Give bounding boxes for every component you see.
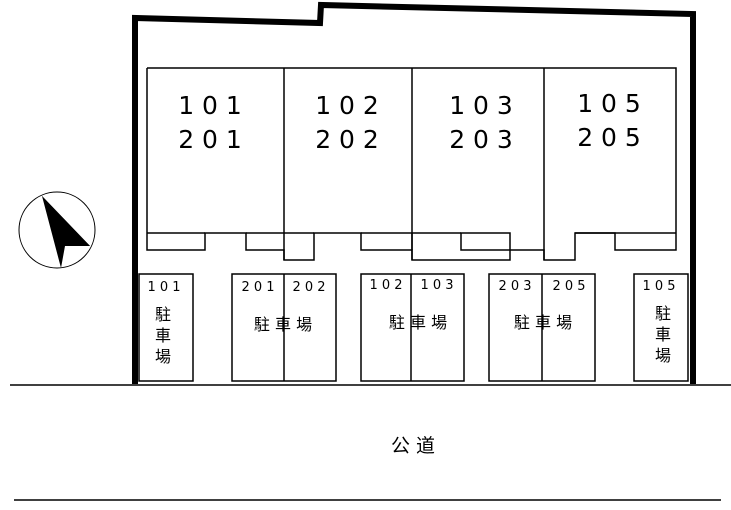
- building: [146, 67, 677, 261]
- unit-labels: 1 0 1 2 0 1 1 0 2 2 0 2 1 0 3 2 0 3 1 0 …: [178, 89, 641, 154]
- property-boundary: [132, 1, 696, 384]
- unit-upper-label: 2 0 2: [315, 125, 379, 154]
- parking-lot-102-103: [360, 273, 465, 382]
- parking-label-char: 駐: [155, 305, 171, 324]
- parking-label: 駐 車 場: [389, 313, 447, 332]
- unit-ground-label: 1 0 5: [577, 89, 641, 118]
- parking-label-char: 場: [155, 347, 171, 366]
- parking-labels: 1 0 1 駐 車 場 2 0 1 2 0 2 駐 車 場 1 0 2 1 0 …: [147, 278, 675, 366]
- parking-space-number: 2 0 5: [552, 279, 585, 294]
- parking-space-number: 2 0 2: [292, 280, 325, 295]
- unit-upper-label: 2 0 3: [449, 125, 513, 154]
- unit-ground-label: 1 0 3: [449, 91, 513, 120]
- parking-label-char: 車: [655, 325, 671, 344]
- parking-space-number: 2 0 1: [241, 280, 274, 295]
- north-arrow-icon: [18, 191, 96, 269]
- parking-label-char: 車: [155, 326, 171, 345]
- parking-space-number: 1 0 3: [420, 278, 453, 293]
- road-label: 公 道: [391, 435, 435, 457]
- unit-ground-label: 1 0 1: [178, 91, 242, 120]
- parking-space-number: 1 0 5: [642, 279, 675, 294]
- unit-ground-label: 1 0 2: [315, 91, 379, 120]
- parking-space-number: 2 0 3: [498, 279, 531, 294]
- parking-space-number: 1 0 2: [369, 278, 402, 293]
- parking-space-number: 1 0 1: [147, 280, 180, 295]
- parking-lots: [138, 273, 689, 382]
- parking-label: 駐 車 場: [254, 315, 312, 334]
- parking-label-char: 駐: [655, 304, 671, 323]
- parking-label: 駐 車 場: [514, 313, 572, 332]
- unit-upper-label: 2 0 1: [178, 125, 242, 154]
- parking-label-char: 場: [655, 346, 671, 365]
- parking-lot-101: [138, 273, 194, 382]
- unit-upper-label: 2 0 5: [577, 123, 641, 152]
- parking-lot-105: [633, 273, 689, 382]
